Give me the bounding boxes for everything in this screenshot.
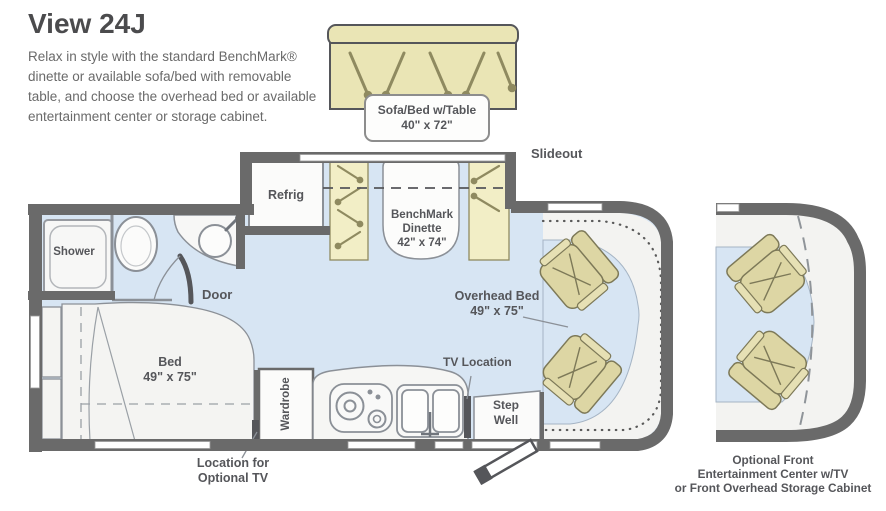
refrig-label: Refrig <box>267 188 305 202</box>
dinette-bench-right <box>468 159 510 261</box>
tv-location-label: TV Location <box>443 355 512 369</box>
optional-front-label: Optional Front Entertainment Center w/TV… <box>674 453 872 495</box>
dinette-group <box>323 159 514 261</box>
overhead-bed-outline <box>541 219 663 432</box>
stove-icon <box>329 383 393 433</box>
bed-label: Bed 49" x 75" <box>143 355 197 384</box>
kitchen-sink-icon <box>396 384 464 438</box>
intro-text: Relax in style with the standard BenchMa… <box>28 49 317 124</box>
wardrobe-label: Wardrobe <box>280 377 292 431</box>
wardrobe-box <box>257 367 315 443</box>
optional-front-unit <box>715 203 866 442</box>
optional-front-window <box>716 203 740 212</box>
windows <box>30 154 603 449</box>
overhead-bed-label: Overhead Bed 49" x 75" <box>454 289 540 318</box>
dinette-table <box>382 160 460 260</box>
dinette-label: BenchMark Dinette 42" x 74" <box>391 209 453 249</box>
optional-front-wall <box>716 203 866 442</box>
tv-location-marker <box>464 375 472 438</box>
entry-door-icon <box>473 438 539 485</box>
tv-location-leader <box>466 375 472 400</box>
toilet-icon <box>114 216 158 272</box>
page-title: View 24J <box>28 8 146 39</box>
shower-label: Shower <box>53 246 95 258</box>
overhead-bed-leader <box>522 316 569 328</box>
optional-front-dash-line <box>797 215 814 431</box>
step-well-box <box>473 390 544 442</box>
sofa-bed-label: Sofa/Bed w/Table 40" x 72" <box>364 94 490 142</box>
bed-area <box>41 301 255 442</box>
door-label: Door <box>202 287 233 302</box>
bathroom-door-swing <box>110 215 194 305</box>
front-wall <box>30 201 673 451</box>
slideout-label: Slideout <box>531 146 583 161</box>
optional-tv-label: Location for Optional TV <box>196 456 270 485</box>
step-well-label: Step Well <box>492 398 520 427</box>
